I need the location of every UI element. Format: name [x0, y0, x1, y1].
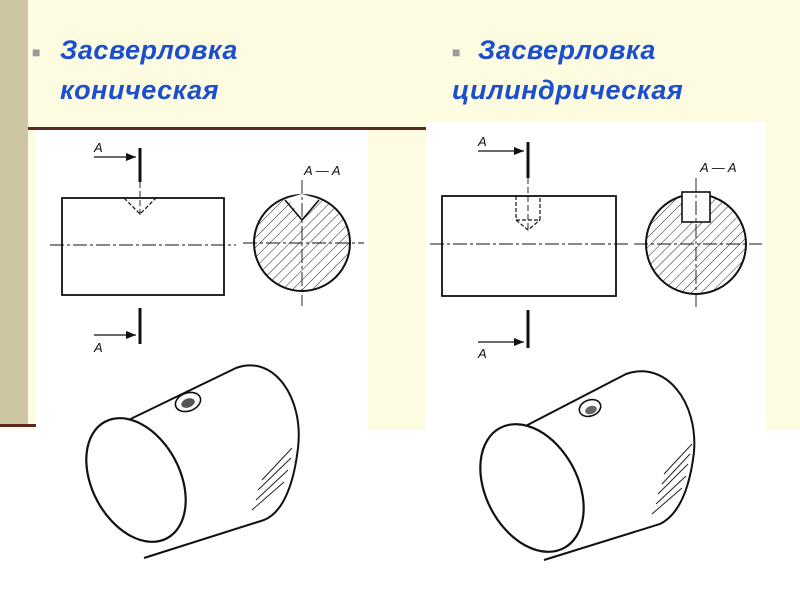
left-title: Засверловка коническая [60, 30, 238, 110]
section-arrow-top: A [477, 134, 530, 178]
square-bullet-icon: ■ [452, 44, 461, 60]
isometric-cylinder [479, 370, 696, 561]
arrow-label-bottom: A [477, 346, 487, 361]
square-bullet-icon: ■ [32, 44, 41, 60]
arrow-label-top: A [477, 134, 487, 149]
section-view: A — A [634, 160, 762, 310]
right-title-line2: цилиндрическая [452, 75, 684, 105]
footer-divider [0, 424, 36, 427]
section-arrow-bottom: A [93, 308, 142, 355]
right-title: Засверловка цилиндрическая [452, 30, 683, 110]
right-drawing-panel: A A A — A [426, 122, 766, 564]
arrow-label-bottom: A [93, 340, 103, 355]
section-label: A — A [699, 160, 737, 175]
slide-sidebar-strip [0, 0, 28, 425]
front-view [50, 182, 236, 296]
arrow-label-top: A [93, 140, 103, 155]
conical-countersink-drawing: A A A — A [50, 140, 364, 559]
isometric-cylinder [85, 364, 300, 559]
left-title-line2: коническая [60, 75, 220, 105]
header-divider [28, 127, 428, 130]
section-arrow-top: A [93, 140, 142, 182]
left-title-line1: Засверловка [60, 35, 238, 65]
section-view: A — A [243, 163, 364, 306]
section-arrow-bottom: A [477, 310, 530, 361]
front-view [430, 178, 628, 297]
left-drawing-panel: A A A — A [36, 130, 368, 562]
cylindrical-countersink-drawing: A A A — A [430, 134, 762, 561]
right-title-line1: Засверловка [478, 35, 656, 65]
section-label: A — A [303, 163, 341, 178]
